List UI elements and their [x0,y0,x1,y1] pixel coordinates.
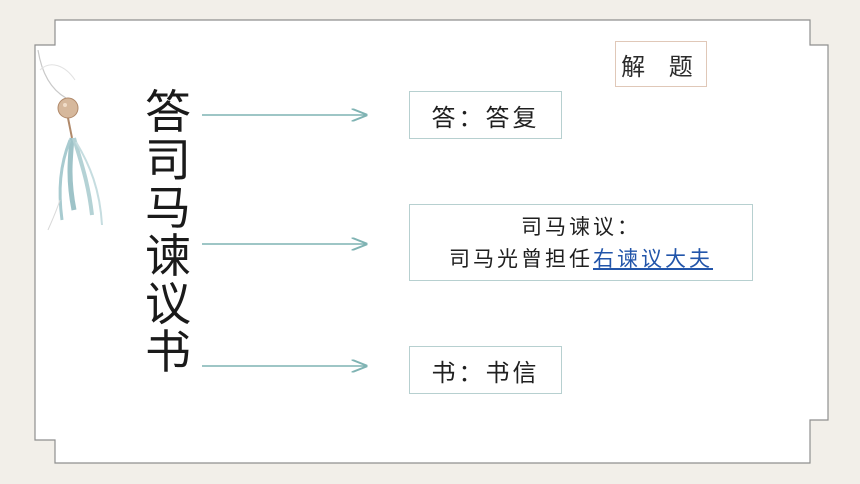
box-line-prefix: 司马光曾担任 [449,246,593,271]
link-you-jianyi-dafu[interactable]: 右谏议大夫 [593,246,713,271]
vertical-title: 答 司 马 谏 议 书 [138,88,198,376]
title-char: 书 [145,325,191,379]
definition-box-shu: 书：书信 [409,346,562,394]
definition-box-sima: 司马谏议： 司马光曾担任右谏议大夫 [409,204,753,281]
title-char: 司 [145,133,191,187]
box-line: 司马谏议： [521,214,641,239]
jieti-badge: 解 题 [615,41,707,87]
box-line: 司马光曾担任右谏议大夫 [449,243,713,275]
title-char: 马 [145,181,191,235]
title-char: 答 [145,85,191,139]
title-char: 议 [145,277,191,331]
title-char: 谏 [145,229,191,283]
definition-box-da: 答：答复 [409,91,562,139]
tassel-ornament-icon [37,50,103,231]
